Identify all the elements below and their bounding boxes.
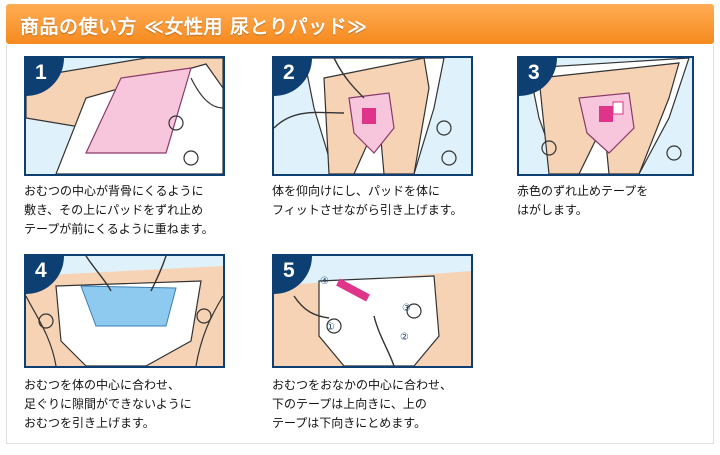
- step-4-drawing: [26, 256, 223, 366]
- step-4-caption: おむつを体の中心に合わせ、 足ぐりに隙間ができないように おむつを引き上げます。: [24, 378, 192, 430]
- step-3: 3 赤色のずれ止めテープを はがします。: [517, 56, 717, 246]
- tape-mark-3: ③: [402, 303, 411, 314]
- step-3-caption: 赤色のずれ止めテープを はがします。: [517, 184, 649, 217]
- step-4-illustration: 4: [24, 254, 225, 368]
- step-1: 1 おむつの中心が背骨にくるように 敷き、その上にパッドをずれ止め テープが前に…: [24, 56, 264, 246]
- step-5: ④ ① ③ ② 5 おむつをおなかの中心に合わせ、 下のテープは上向きに、上の …: [272, 254, 512, 439]
- step-1-drawing: [26, 58, 223, 174]
- step-3-drawing: [528, 58, 690, 174]
- tape-mark-1: ①: [326, 322, 335, 333]
- step-1-caption: おむつの中心が背骨にくるように 敷き、その上にパッドをずれ止め テープが前にくる…: [24, 184, 214, 236]
- page-title: 商品の使い方 ≪女性用 尿とりパッド≫: [20, 16, 368, 38]
- step-4-badge: 4: [26, 256, 64, 294]
- step-5-caption: おむつをおなかの中心に合わせ、 下のテープは上向きに、上の テープは下向きにとめ…: [272, 378, 453, 430]
- step-2: 2 体を仰向けにし、パッドを体に フィットさせながら引き上げます。: [272, 56, 512, 246]
- step-3-illustration: 3: [517, 56, 694, 176]
- step-2-illustration: 2: [272, 56, 473, 176]
- step-2-caption: 体を仰向けにし、パッドを体に フィットさせながら引き上げます。: [272, 184, 463, 217]
- step-1-illustration: 1: [24, 56, 225, 176]
- step-4: 4 おむつを体の中心に合わせ、 足ぐりに隙間ができないように おむつを引き上げま…: [24, 254, 264, 439]
- tape-mark-4: ④: [320, 276, 329, 287]
- step-5-drawing: ④ ① ③ ②: [274, 271, 471, 366]
- tape-mark-2: ②: [400, 332, 409, 343]
- content-frame: [6, 44, 714, 444]
- step-5-illustration: ④ ① ③ ② 5: [272, 254, 473, 368]
- step-2-drawing: [274, 58, 457, 174]
- header-bar: 商品の使い方 ≪女性用 尿とりパッド≫: [6, 4, 714, 44]
